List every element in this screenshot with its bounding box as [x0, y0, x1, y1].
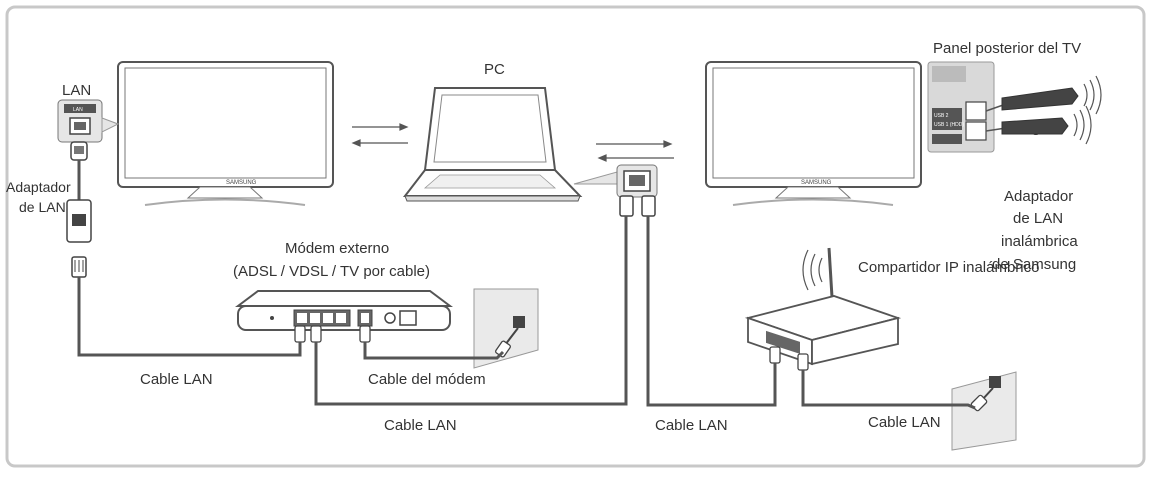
cable-lan-label-3: Cable LAN	[655, 417, 728, 434]
lan-port-label: LAN	[62, 82, 91, 99]
rear-port-usb2: USB 2	[934, 113, 949, 119]
router-label: Compartidor IP inalámbrico	[858, 259, 1039, 276]
wireless-router: Compartidor IP inalámbrico	[744, 247, 1039, 371]
cable-lan-label-4: Cable LAN	[868, 414, 941, 431]
lan-adapter-label-2: de LAN	[19, 199, 66, 215]
external-modem: Módem externo (ADSL / VDSL / TV por cabl…	[233, 240, 453, 343]
right-tv: SAMSUNG	[705, 61, 922, 206]
wireless-adapter-label-1: Adaptador	[1004, 188, 1073, 205]
wall-socket-left	[473, 288, 539, 369]
cable-modem-label: Cable del módem	[368, 371, 486, 388]
wireless-adapter-label-4: de Samsung	[992, 256, 1076, 273]
wireless-adapter-label-2: de LAN	[1013, 210, 1063, 227]
tv-rear-panel: Panel posterior del TV USB 2 USB 1 (HDD)	[927, 40, 1081, 153]
cable-lan-label-1: Cable LAN	[140, 371, 213, 388]
tv-rear-panel-label: Panel posterior del TV	[933, 40, 1081, 57]
pc-laptop: PC	[402, 61, 583, 202]
wireless-dongles: O	[985, 75, 1102, 145]
lan-port-callout: LAN LAN	[57, 82, 120, 143]
rear-port-usb1: USB 1 (HDD)	[934, 122, 964, 128]
left-tv-brand: SAMSUNG	[226, 180, 257, 186]
modem-label-2: (ADSL / VDSL / TV por cable)	[233, 263, 430, 280]
right-arrows	[596, 140, 674, 162]
pc-label: PC	[484, 61, 505, 78]
wireless-adapter-label: Adaptador de LAN inalámbrica de Samsung	[992, 188, 1078, 273]
right-tv-brand: SAMSUNG	[801, 180, 832, 186]
left-arrows	[351, 123, 409, 147]
cable-lan-label-2: Cable LAN	[384, 417, 457, 434]
wall-socket-right	[951, 371, 1017, 451]
wireless-adapter-label-3: inalámbrica	[1001, 233, 1078, 250]
left-tv: SAMSUNG	[117, 61, 334, 206]
lan-adapter: Adaptador de LAN	[6, 141, 92, 278]
pc-lan-port	[573, 164, 658, 217]
lan-port-tag: LAN	[73, 107, 83, 113]
modem-label-1: Módem externo	[285, 240, 389, 257]
cables	[77, 216, 976, 410]
lan-adapter-label-1: Adaptador	[6, 179, 71, 195]
